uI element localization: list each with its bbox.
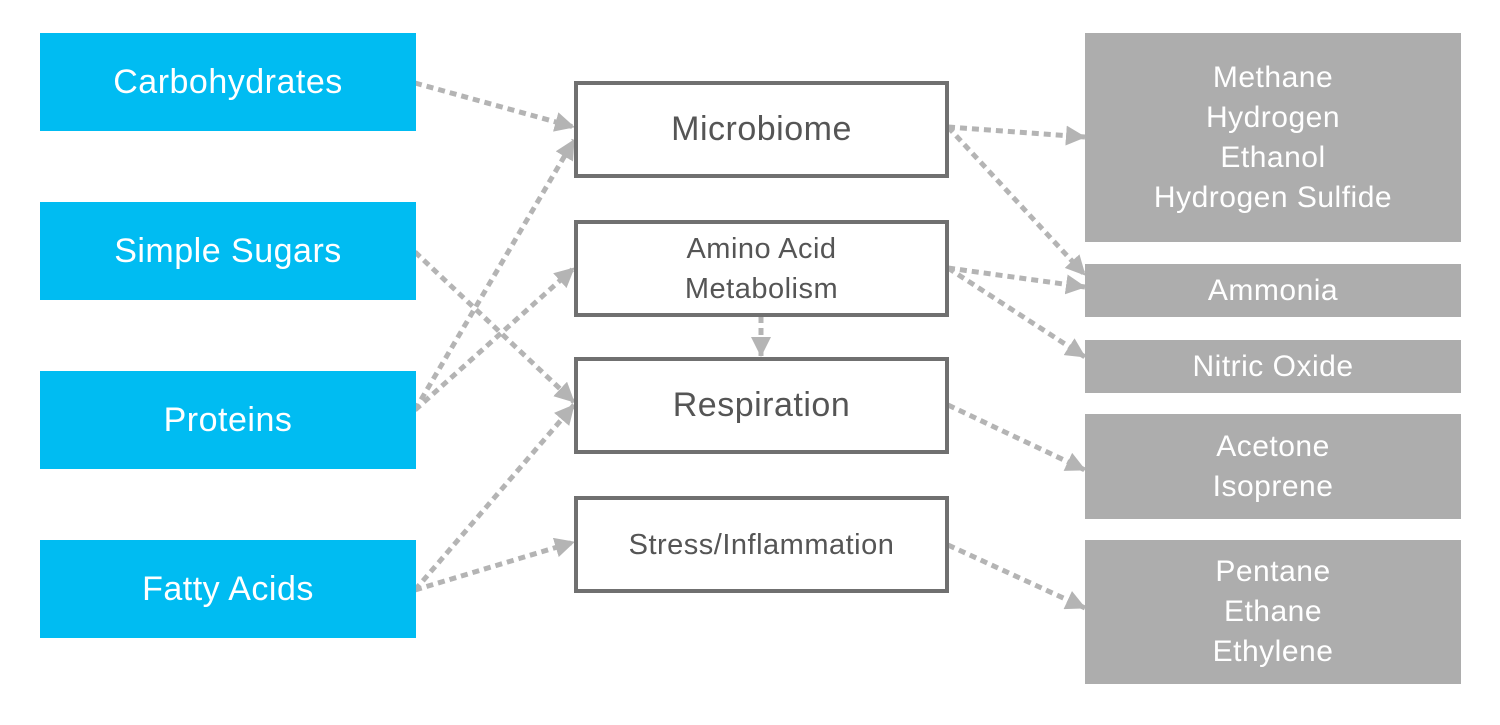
output-nitric-oxide-label: Nitric Oxide <box>1192 349 1354 383</box>
arrow-respiration-to-acetone <box>946 402 1087 473</box>
arrow-fatty-acids-to-stress <box>414 537 575 593</box>
arrow-microbiome-to-ammonia <box>946 125 1087 277</box>
output-ammonia-label: Ammonia <box>1207 273 1339 307</box>
output-gas-line: Ethanol <box>1220 140 1326 174</box>
arrow-simple-sugars-to-respiration <box>413 250 576 404</box>
arrow-microbiome-to-gases <box>947 124 1086 146</box>
output-nitric-oxide: Nitric Oxide <box>1085 340 1461 393</box>
source-simple-sugars: Simple Sugars <box>40 202 416 300</box>
process-amino-acid-label-line1: Amino Acid <box>686 232 837 265</box>
source-simple-sugars-label: Simple Sugars <box>114 231 342 270</box>
output-gas-line: Ethylene <box>1212 635 1334 668</box>
output-gas-line: Hydrogen <box>1205 100 1341 134</box>
source-proteins: Proteins <box>40 371 416 469</box>
process-stress-inflammation: Stress/Inflammation <box>574 496 949 593</box>
arrow-stress-to-pentane <box>946 542 1087 611</box>
source-fatty-acids-label: Fatty Acids <box>142 569 314 608</box>
output-gas-line: Ethane <box>1223 595 1323 628</box>
output-gas-line: Isoprene <box>1212 469 1334 503</box>
process-amino-acid-label-line2: Metabolism <box>684 272 839 305</box>
process-respiration-label: Respiration <box>672 386 851 424</box>
source-carbohydrates: Carbohydrates <box>40 33 416 131</box>
arrow-proteins-to-amino-acid-metabolism <box>413 266 576 412</box>
process-microbiome: Microbiome <box>574 81 949 178</box>
source-carbohydrates-label: Carbohydrates <box>113 62 343 101</box>
process-amino-acid-metabolism: Amino Acid Metabolism <box>574 220 949 317</box>
output-ammonia: Ammonia <box>1085 264 1461 317</box>
output-microbiome-gases: Methane Hydrogen Ethanol Hydrogen Sulfid… <box>1085 33 1461 242</box>
arrow-proteins-to-microbiome <box>412 138 577 412</box>
process-stress-inflammation-label: Stress/Inflammation <box>628 528 895 561</box>
output-gas-line: Hydrogen Sulfide <box>1153 180 1393 214</box>
process-microbiome-label: Microbiome <box>671 110 852 148</box>
source-proteins-label: Proteins <box>163 400 293 439</box>
output-respiration-gases: Acetone Isoprene <box>1085 414 1461 519</box>
output-gas-line: Pentane <box>1215 555 1331 588</box>
arrow-carbohydrates-to-microbiome <box>414 80 575 132</box>
arrow-amino-acid-to-nitric-oxide <box>946 265 1087 360</box>
output-stress-gases: Pentane Ethane Ethylene <box>1085 540 1461 684</box>
source-fatty-acids: Fatty Acids <box>40 540 416 638</box>
output-gas-line: Acetone <box>1216 429 1330 463</box>
arrow-fatty-acids-to-respiration <box>413 403 576 592</box>
process-respiration: Respiration <box>574 357 949 454</box>
output-gas-line: Methane <box>1212 60 1334 94</box>
